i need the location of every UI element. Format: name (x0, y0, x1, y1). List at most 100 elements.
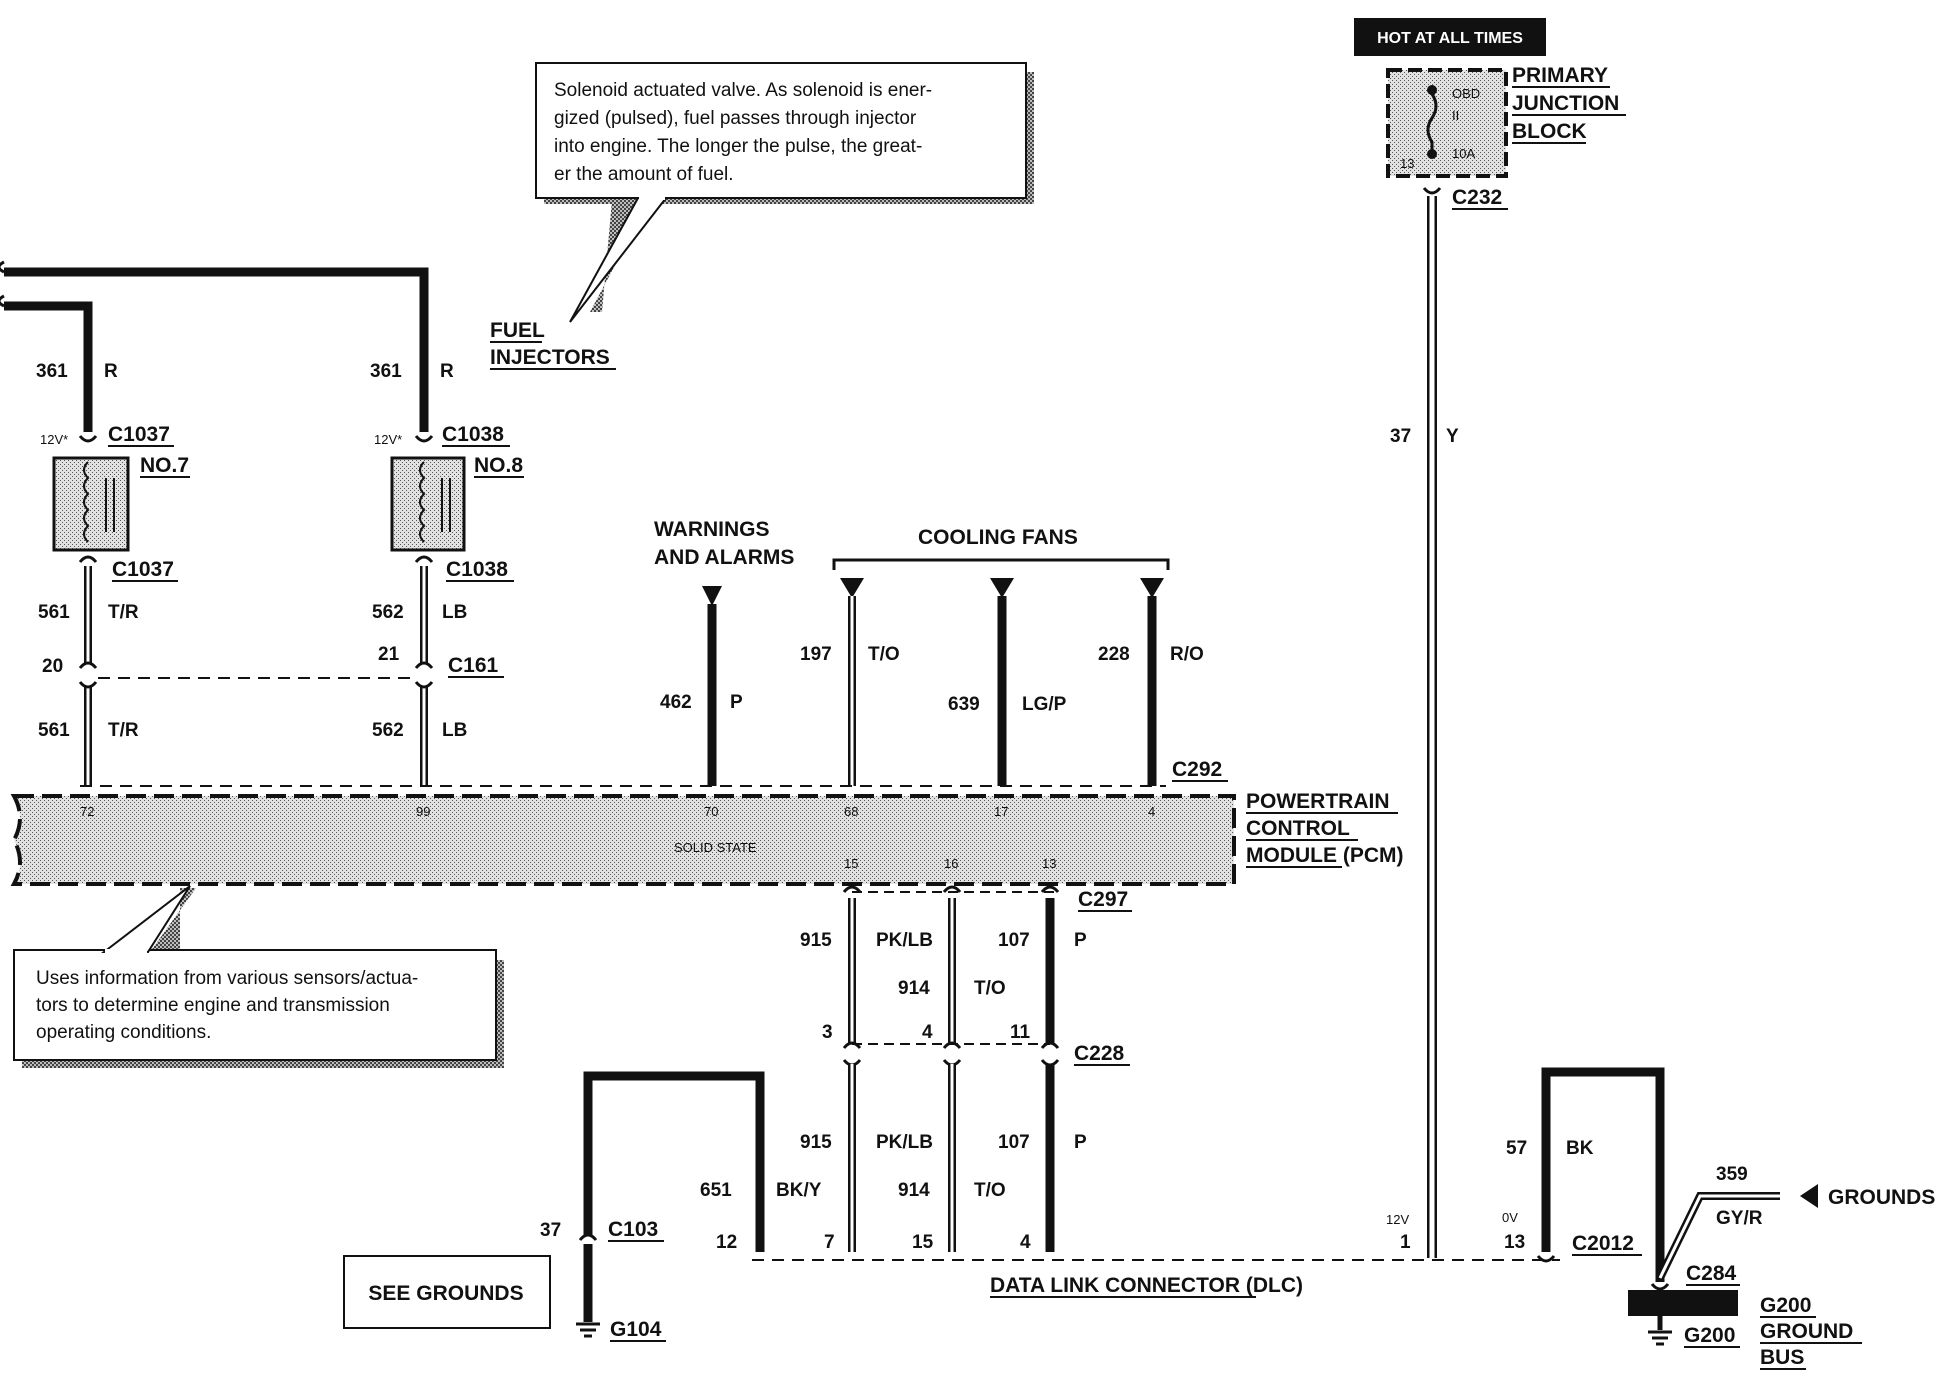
fuse-label: OBD (1452, 86, 1480, 101)
injector-coil-icon (52, 456, 130, 552)
voltage-label: 12V* (40, 432, 68, 447)
circuit-number: 562 (372, 720, 404, 741)
connector-pin: 20 (42, 656, 63, 677)
injector-coil-icon (390, 456, 466, 552)
circuit-number: 651 (700, 1180, 732, 1201)
grounds-label: GROUNDS (1828, 1186, 1935, 1209)
injector-note-line: gized (pulsed), fuel passes through inje… (554, 108, 917, 129)
wire-color: PK/LB (876, 1132, 933, 1153)
pcm-pin: 4 (1148, 804, 1155, 819)
ground-loop-g104: 37 C103 G104 651 BK/Y 12 (540, 1071, 822, 1342)
wire-color: LB (442, 720, 467, 741)
pcm-pin: 16 (944, 856, 958, 871)
pcm-title: CONTROL (1246, 817, 1350, 840)
pjb-title: BLOCK (1512, 120, 1587, 143)
ground-bus-g200: 57 BK 0V 13 C2012 359 GY/R GROUNDS C284 … (1502, 1067, 1935, 1370)
connector-label: C292 (1172, 758, 1222, 781)
connector-label: C1038 (442, 423, 504, 446)
wire-color: PK/LB (876, 930, 933, 951)
wire-color: T/R (108, 602, 139, 623)
wire-color: T/O (974, 1180, 1006, 1201)
wire-color: LG/P (1022, 694, 1067, 715)
connector-label: C161 (448, 654, 499, 677)
wire-color: R (104, 361, 118, 382)
cooling-fans-title: COOLING FANS (918, 526, 1078, 549)
pcm-pin: 15 (844, 856, 858, 871)
fuse-label: 10A (1452, 146, 1475, 161)
connector-label: C2012 (1572, 1232, 1634, 1255)
circuit-number: 914 (898, 1180, 930, 1201)
ground-label: G200 (1684, 1324, 1735, 1347)
circuit-number: 562 (372, 602, 404, 623)
fuse-pin: 13 (1400, 156, 1414, 171)
wire-color: GY/R (1716, 1208, 1763, 1229)
ground-bus-bar (1628, 1290, 1738, 1316)
pcm-title: MODULE (PCM) (1246, 844, 1403, 867)
injector-number: NO.8 (474, 454, 523, 477)
connector-label: C1038 (446, 558, 508, 581)
connector-label: C1037 (108, 423, 170, 446)
wire-color: T/O (868, 644, 900, 665)
connector-label: C284 (1686, 1262, 1737, 1285)
arrow-down-icon (1140, 578, 1164, 598)
circuit-number: 107 (998, 1132, 1030, 1153)
circuit-number: 462 (660, 692, 692, 713)
wire-color: BK (1566, 1138, 1594, 1159)
circuit-number: 57 (1506, 1138, 1527, 1159)
voltage-label: 12V (1386, 1212, 1409, 1227)
dlc-label: DATA LINK CONNECTOR (DLC) (990, 1274, 1303, 1297)
pjb-title: JUNCTION (1512, 92, 1619, 115)
pcm-pin: 99 (416, 804, 430, 819)
injector-note-line: Solenoid actuated valve. As solenoid is … (554, 80, 932, 101)
circuit-number: 37 (1390, 426, 1411, 447)
pcm-note-line: tors to determine engine and transmissio… (36, 995, 390, 1016)
connector-label: C103 (608, 1218, 658, 1241)
dlc-pin: 7 (824, 1232, 835, 1253)
circuit-number: 561 (38, 602, 70, 623)
wire-color: T/R (108, 720, 139, 741)
dlc-wires: C297 915 PK/LB 914 T/O 107 P 3 4 11 C228… (800, 885, 1132, 1253)
connector-label: C232 (1452, 186, 1502, 209)
pcm-note-callout: Uses information from various sensors/ac… (13, 885, 504, 1068)
injector-no8: 361 R 12V* C1038 NO.8 C1038 562 LB 21 56… (370, 361, 524, 741)
circuit-number: 915 (800, 930, 832, 951)
circuit-number: 914 (898, 978, 930, 999)
dlc-pin: 15 (912, 1232, 934, 1253)
pcm-pin: 17 (994, 804, 1008, 819)
arrow-down-icon (840, 578, 864, 598)
circuit-number: 228 (1098, 644, 1130, 665)
pcm-pin: 68 (844, 804, 858, 819)
wire-color: R/O (1170, 644, 1204, 665)
circuit-number: 37 (540, 1220, 561, 1241)
arrow-down-icon (990, 578, 1014, 598)
wire-color: P (730, 692, 743, 713)
fuse-label: II (1452, 108, 1459, 123)
fuse-icon (1386, 68, 1508, 178)
dlc-pin: 4 (1020, 1232, 1031, 1253)
hot-at-all-times-label: HOT AT ALL TIMES (1377, 30, 1523, 47)
see-grounds-label: SEE GROUNDS (368, 1282, 523, 1305)
dlc-pin: 13 (1504, 1232, 1525, 1253)
dlc-pin: 1 (1400, 1232, 1411, 1253)
pcm-title: POWERTRAIN (1246, 790, 1390, 813)
pcm-pin: 13 (1042, 856, 1056, 871)
wire-color: R (440, 361, 454, 382)
g200-title: GROUND (1760, 1320, 1853, 1343)
warnings-title: WARNINGS (654, 518, 770, 541)
circuit-number: 359 (1716, 1164, 1748, 1185)
wire-color: P (1074, 930, 1087, 951)
wire-color: LB (442, 602, 467, 623)
pcm-note-line: Uses information from various sensors/ac… (36, 968, 418, 989)
warnings-title: AND ALARMS (654, 546, 794, 569)
connector-label: C1037 (112, 558, 174, 581)
pcm-module: 72 99 70 68 17 4 SOLID STATE 15 16 13 (10, 794, 1236, 886)
pcm-pin: 72 (80, 804, 94, 819)
wire-color: T/O (974, 978, 1006, 999)
connector-pin: 4 (922, 1022, 933, 1043)
circuit-number: 639 (948, 694, 980, 715)
fuel-injectors-label: INJECTORS (490, 346, 610, 369)
dlc-pin: 12 (716, 1232, 737, 1253)
ground-label: G104 (610, 1318, 662, 1341)
voltage-label: 12V* (374, 432, 402, 447)
